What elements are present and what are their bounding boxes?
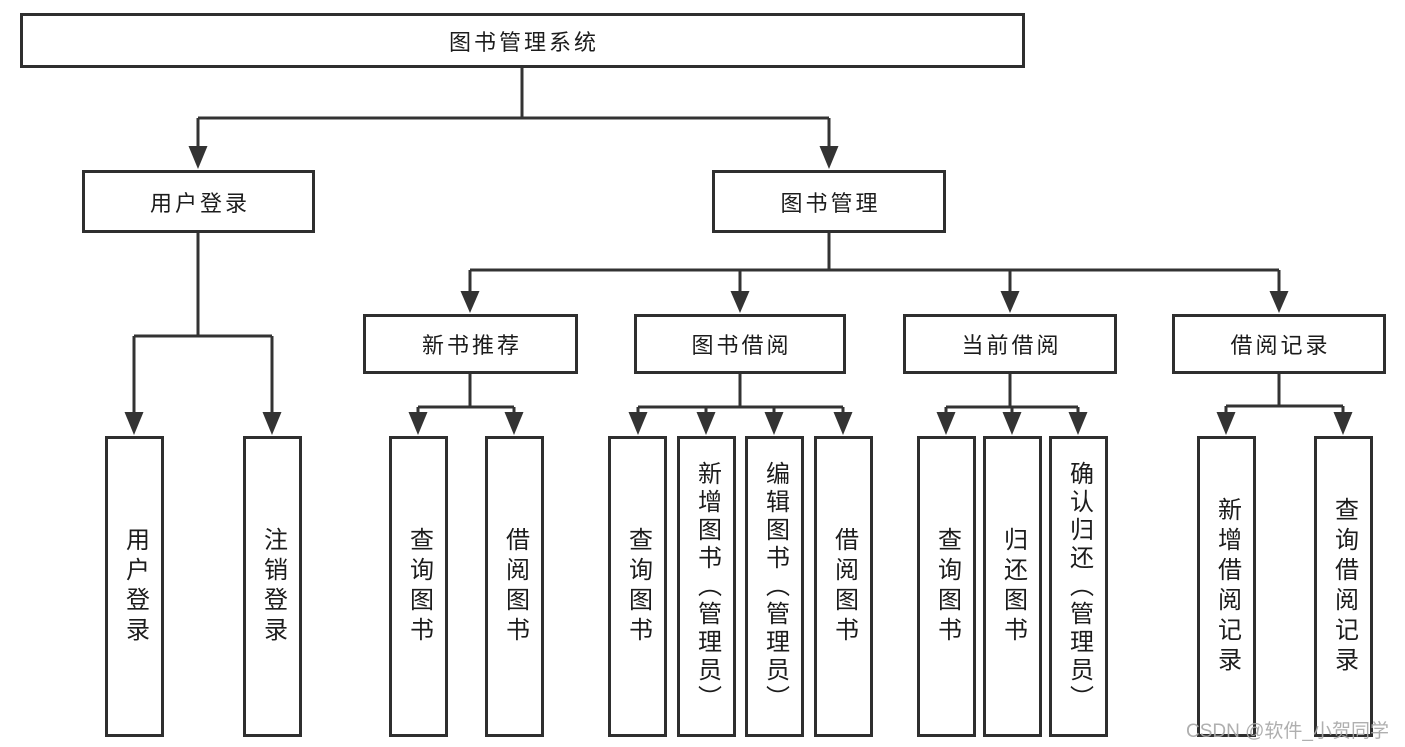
node-current-borrowing: 当前借阅 [903,314,1117,374]
leaf-borrow-books-1: 借阅图书 [485,436,544,737]
leaf-logout: 注销登录 [243,436,302,737]
node-user-login: 用户登录 [82,170,315,233]
leaf-query-books-3: 查询图书 [917,436,976,737]
leaf-user-login: 用户登录 [105,436,164,737]
node-root-system: 图书管理系统 [20,13,1025,68]
node-new-book-recommend: 新书推荐 [363,314,578,374]
node-book-borrowing: 图书借阅 [634,314,846,374]
node-book-management: 图书管理 [712,170,946,233]
leaf-query-books-2: 查询图书 [608,436,667,737]
leaf-query-borrow-record: 查询借阅记录 [1314,436,1373,737]
leaf-borrow-books-2: 借阅图书 [814,436,873,737]
leaf-return-books: 归还图书 [983,436,1042,737]
leaf-add-borrow-record: 新增借阅记录 [1197,436,1256,737]
leaf-confirm-return-admin: 确认归还（管理员） [1049,436,1108,737]
leaf-edit-books-admin: 编辑图书（管理员） [745,436,804,737]
csdn-watermark: CSDN @软件_小贺同学 [1186,721,1389,742]
leaf-add-books-admin: 新增图书（管理员） [677,436,736,737]
leaf-query-books-1: 查询图书 [389,436,448,737]
node-borrowing-records: 借阅记录 [1172,314,1386,374]
